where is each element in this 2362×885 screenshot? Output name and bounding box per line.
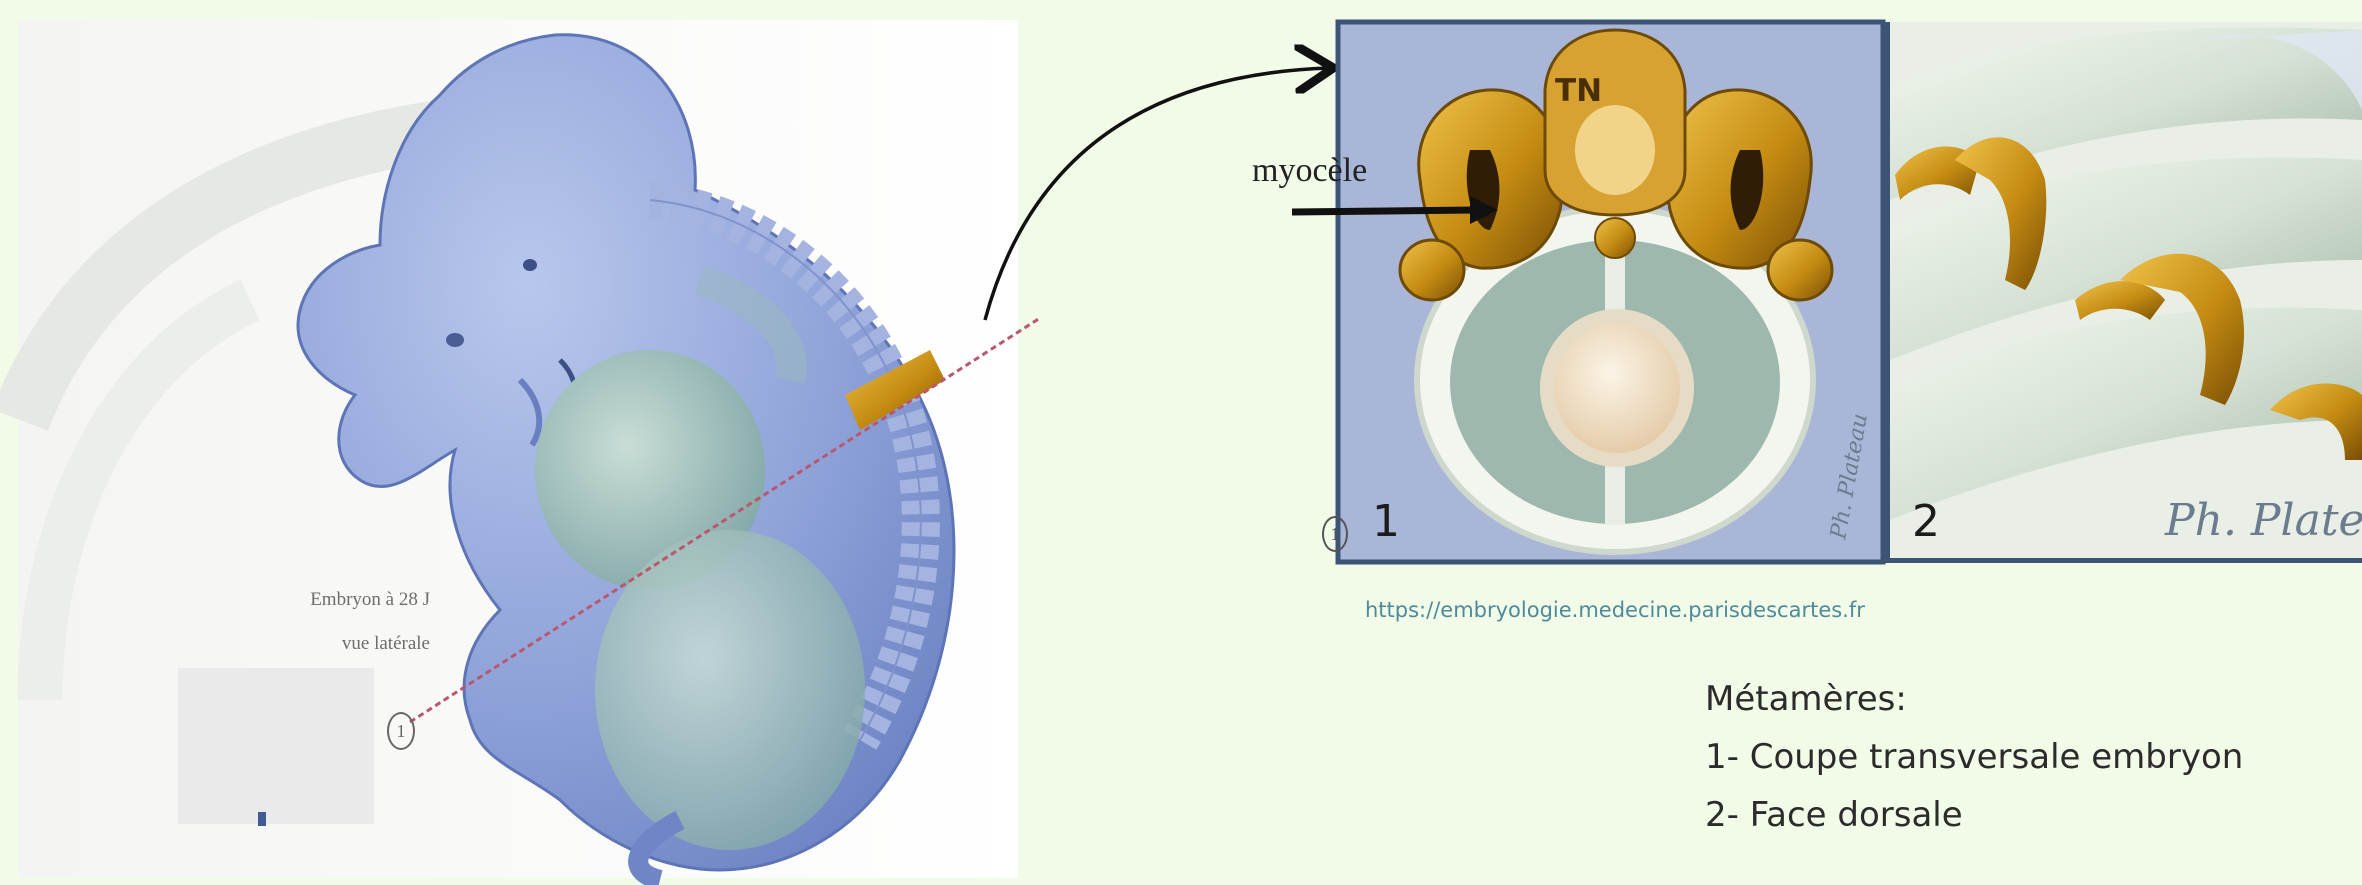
yolk-sac	[1547, 316, 1687, 460]
myocele-arrow	[1292, 210, 1475, 212]
curved-arrow	[985, 68, 1330, 320]
legend: Métamères: 1- Coupe transversale embryon…	[1705, 670, 2243, 844]
embryo-caption: Embryon à 28 J vue latérale	[205, 578, 430, 666]
legend-item-2: 2- Face dorsale	[1705, 786, 2243, 844]
embryo-caption-line2: vue latérale	[205, 622, 430, 666]
embryo-caption-line1: Embryon à 28 J	[205, 578, 430, 622]
notochord	[1595, 218, 1635, 258]
legend-title: Métamères:	[1705, 670, 2243, 728]
svg-text:Ph. Plateau: Ph. Plateau	[2164, 495, 2362, 546]
section-marker-left: 1	[387, 712, 415, 750]
panel2-number: 2	[1912, 496, 1940, 547]
panel1-number: 1	[1372, 496, 1400, 547]
blank-box	[178, 668, 374, 824]
source-url: https://embryologie.medecine.parisdescar…	[1365, 598, 1865, 622]
legend-item-1: 1- Coupe transversale embryon	[1705, 728, 2243, 786]
liver-bulge	[595, 530, 865, 850]
panel-dorsal-view: Ph. Plateau	[1885, 22, 2362, 563]
embryo-lateral-view	[18, 20, 1040, 880]
myocele-label: myocèle	[1252, 152, 1367, 190]
neural-tube-label: TN	[1555, 73, 1602, 109]
section-marker-panel: 1	[1322, 516, 1348, 552]
